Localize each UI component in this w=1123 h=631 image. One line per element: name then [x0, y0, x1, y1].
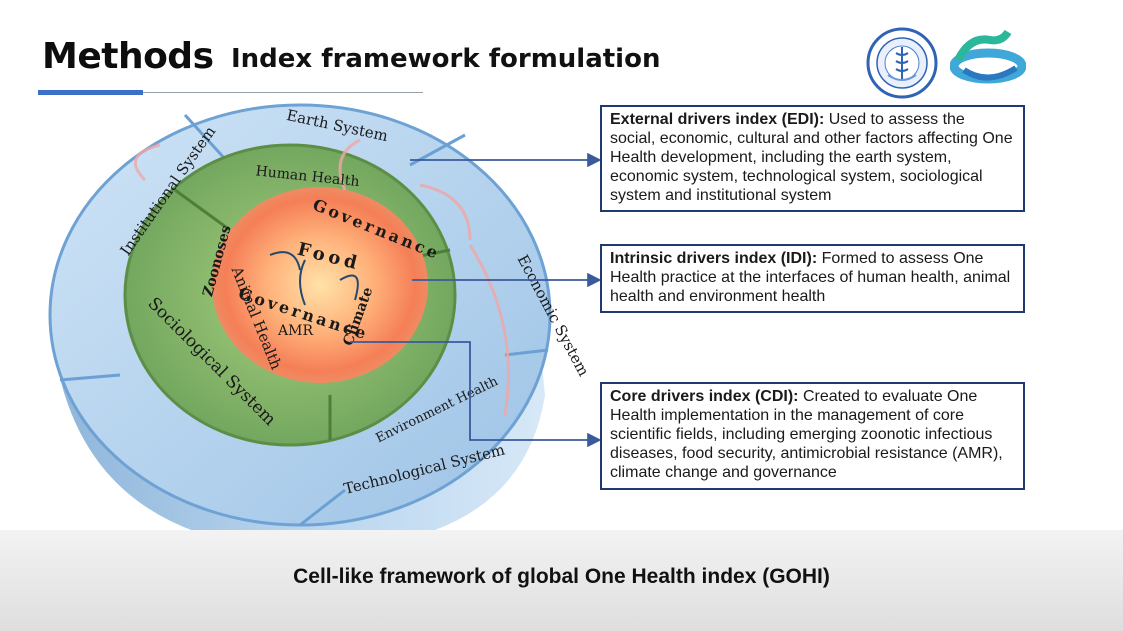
flow-arrows — [133, 138, 510, 416]
slide-subtitle: Index framework formulation — [231, 44, 661, 74]
edi-heading: External drivers index (EDI): — [610, 111, 829, 128]
one-health-ribbon-icon — [950, 30, 1026, 84]
idi-text: Formed to assess One Health practice at … — [610, 250, 1011, 305]
core-arrows — [269, 251, 359, 306]
idi-heading: Intrinsic drivers index (IDI): — [610, 250, 822, 267]
label-amr: AMR — [277, 323, 313, 339]
cdi-box: Core drivers index (CDI): Created to eva… — [600, 382, 1025, 490]
cdi-heading: Core drivers index (CDI): — [610, 388, 803, 405]
cdi-text: Created to evaluate One Health implement… — [610, 388, 1003, 481]
title-underline-accent — [38, 90, 143, 95]
idi-box: Intrinsic drivers index (IDI): Formed to… — [600, 244, 1025, 313]
slide-title: Methods — [42, 36, 214, 77]
gohi-cell-diagram: Earth System Economic System Technologic… — [48, 103, 602, 551]
seal-logo-icon — [866, 27, 938, 99]
caption-bar — [0, 530, 1123, 631]
edi-box: External drivers index (EDI): Used to as… — [600, 105, 1025, 212]
edi-text: Used to assess the social, economic, cul… — [610, 111, 1013, 204]
title-underline — [38, 92, 423, 93]
figure-caption: Cell-like framework of global One Health… — [293, 565, 830, 588]
core-cell — [212, 187, 428, 383]
connector-lines — [350, 152, 602, 448]
